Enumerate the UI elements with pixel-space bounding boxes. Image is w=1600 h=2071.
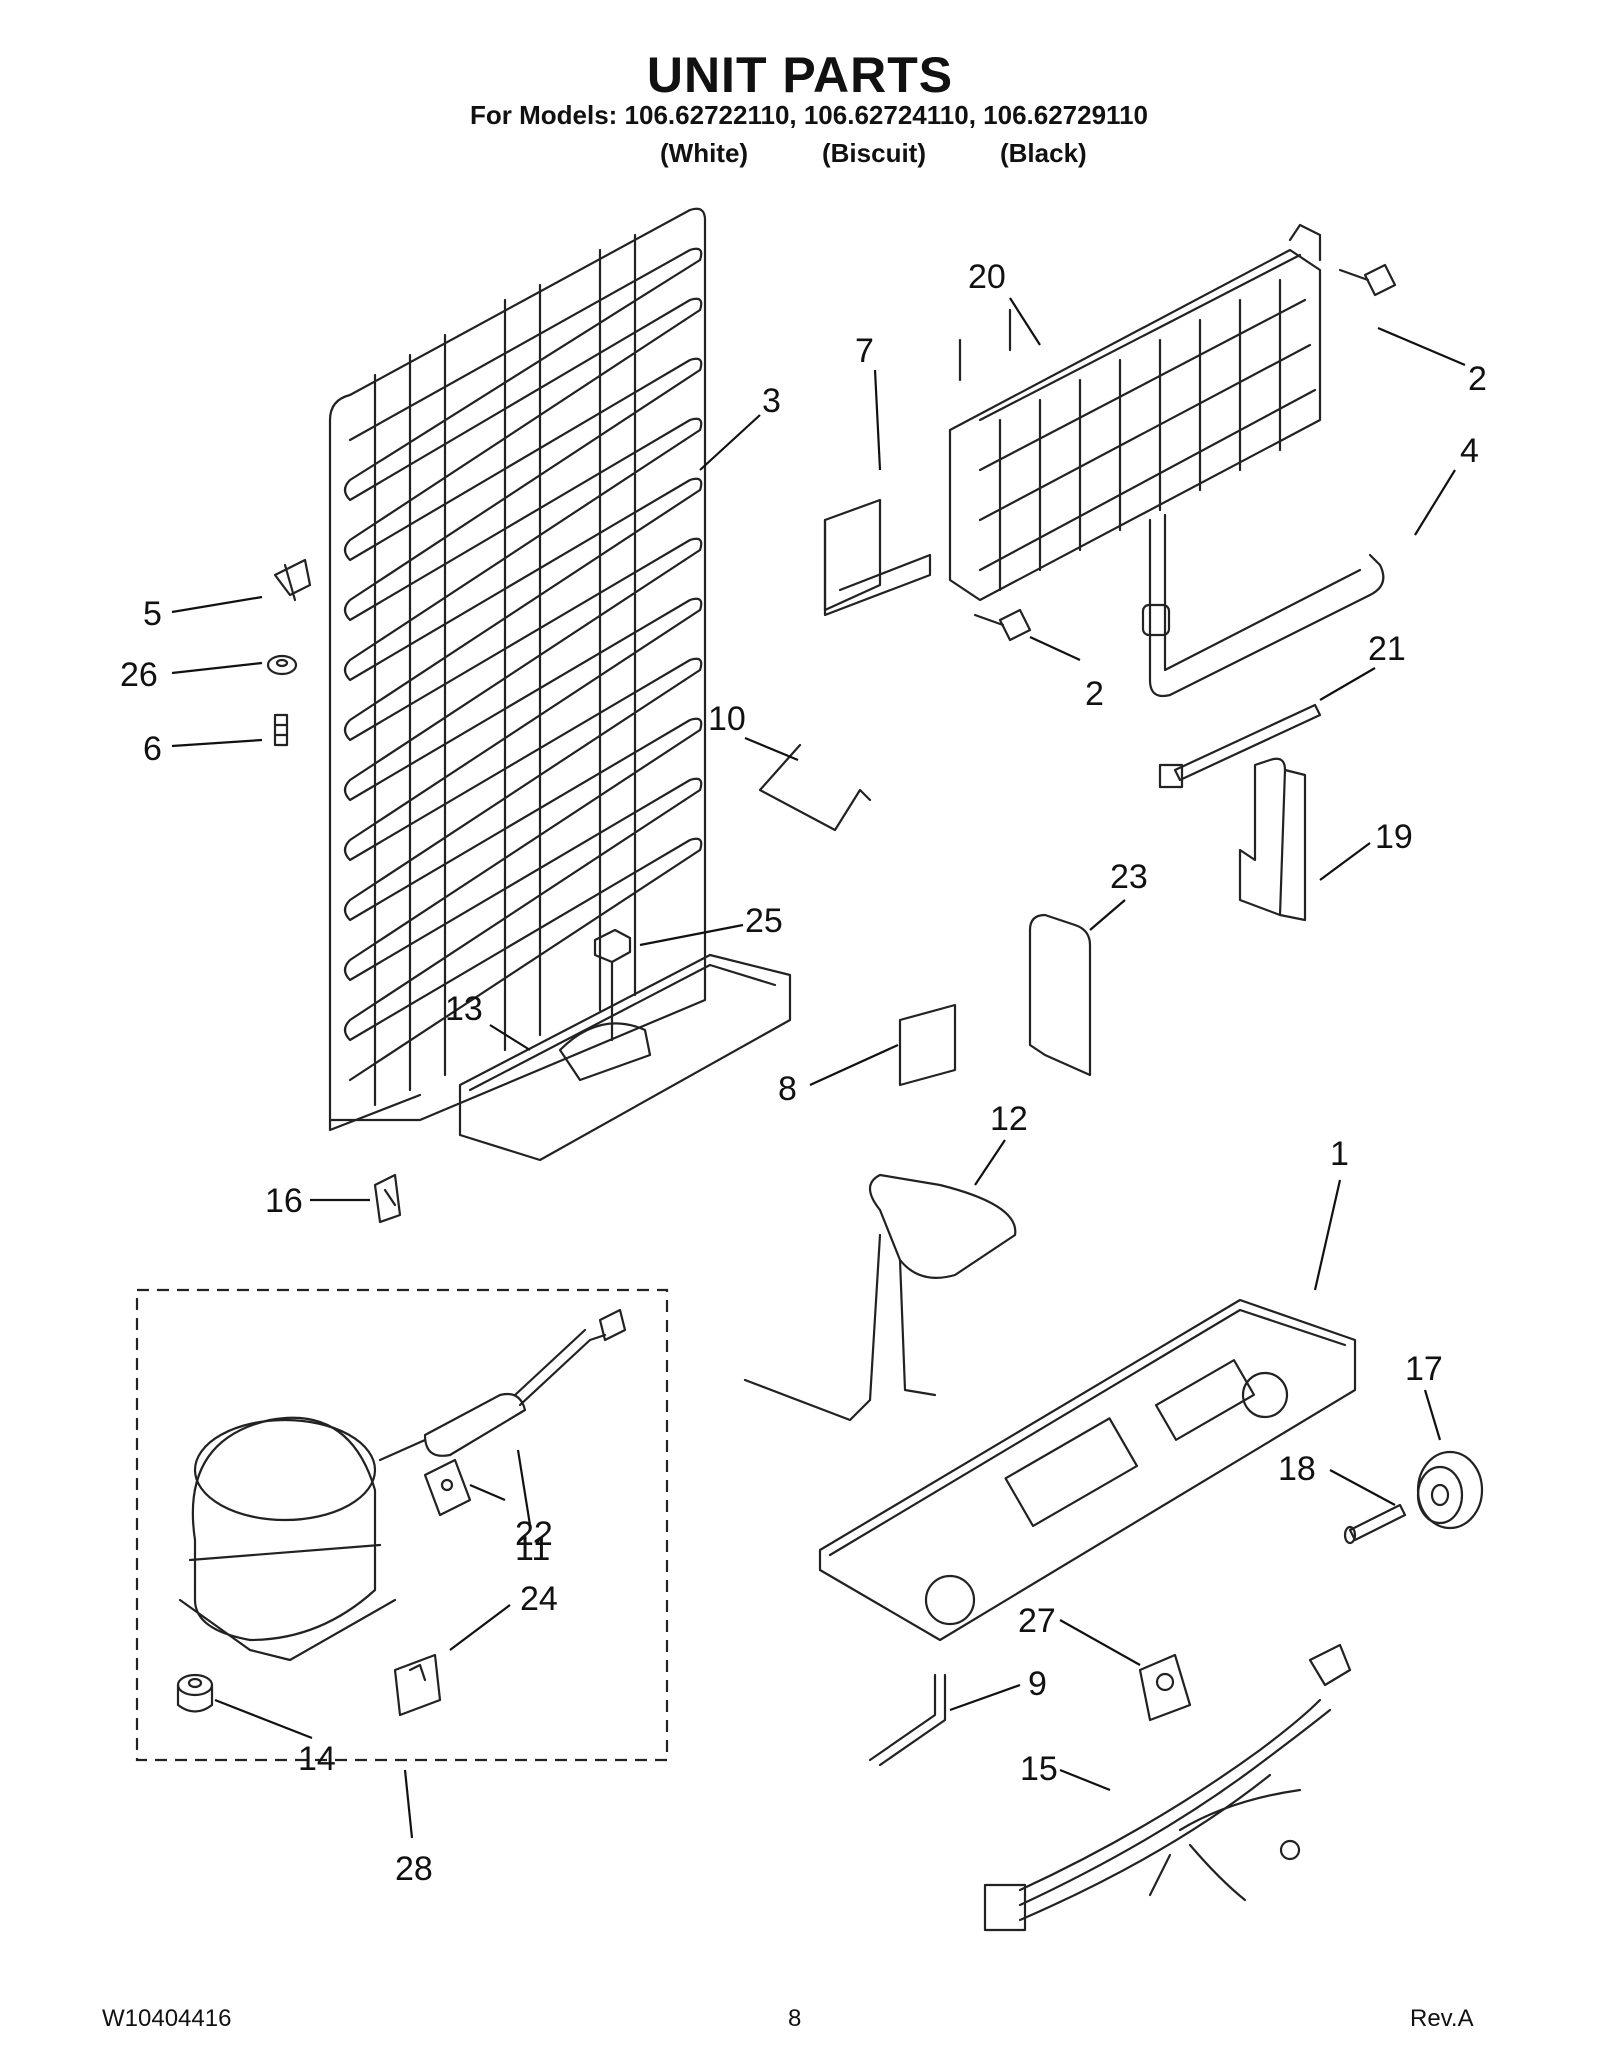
callout-15: 15 [1020, 1750, 1058, 1788]
overload-24 [393, 1653, 442, 1717]
foam-block-19 [1238, 757, 1307, 922]
condenser-coil [328, 207, 707, 1132]
suction-tubing [743, 1173, 1017, 1422]
condenser-wires [373, 233, 637, 1107]
pad-8 [898, 1003, 957, 1087]
variant-biscuit: (Biscuit) [822, 138, 926, 168]
page-number: 8 [788, 2005, 802, 2032]
compressor [178, 1416, 397, 1662]
callout-28: 28 [395, 1850, 433, 1888]
drain-pan [458, 953, 792, 1162]
cable-tie [1158, 703, 1322, 789]
callout-10: 10 [708, 700, 746, 738]
callout-19: 19 [1375, 818, 1413, 856]
models-line: For Models: 106.62722110, 106.62724110, … [470, 100, 1148, 130]
process-tube [868, 1673, 947, 1767]
screw-2-mid [973, 608, 1032, 642]
revision-label: Rev.A [1410, 2005, 1474, 2032]
wire-clip [758, 743, 872, 832]
callout-1: 1 [1330, 1135, 1349, 1173]
callout-23: 23 [1110, 858, 1148, 896]
callout-18: 18 [1278, 1450, 1316, 1488]
callout-24: 24 [520, 1580, 558, 1618]
callout-3: 3 [762, 382, 781, 420]
axle-pin-18 [1343, 1503, 1407, 1545]
callout-5: 5 [143, 595, 162, 633]
callout-17: 17 [1405, 1350, 1443, 1388]
callout-21: 21 [1368, 630, 1406, 668]
callout-11: 11 [515, 1530, 550, 1568]
screw-2-top [1338, 263, 1397, 297]
callout-7: 7 [855, 332, 874, 370]
wheel-17 [1416, 1450, 1484, 1530]
callout-2-mid: 2 [1085, 675, 1104, 713]
callout-25: 25 [745, 902, 783, 940]
callout-16: 16 [265, 1182, 303, 1220]
clip-16 [373, 1173, 402, 1224]
callout-4: 4 [1460, 432, 1479, 470]
defrost-heater [1141, 513, 1385, 698]
document-number: W10404416 [102, 2005, 232, 2032]
bracket-27 [1138, 1653, 1192, 1722]
condenser-serpentine [343, 247, 703, 1082]
callout-27: 27 [1018, 1602, 1056, 1640]
variant-black: (Black) [1000, 138, 1087, 168]
relay-22 [423, 1458, 472, 1517]
callout-9: 9 [1028, 1665, 1047, 1703]
drain-trough [823, 498, 932, 617]
mounting-bracket [273, 558, 312, 602]
wiring-harness [983, 1643, 1352, 1932]
nut-25 [593, 928, 632, 1042]
callout-22: 22 [515, 1515, 553, 1553]
callout-6: 6 [143, 730, 162, 768]
grommet-14 [176, 1673, 214, 1713]
leader-lines [171, 297, 1466, 1839]
washer [266, 654, 298, 676]
callout-20: 20 [968, 258, 1006, 296]
filter-drier [378, 1308, 627, 1462]
callout-8: 8 [778, 1070, 797, 1108]
compressor-kit-boundary [135, 1288, 669, 1762]
foam-block-23 [1028, 913, 1092, 1077]
callout-2-top: 2 [1468, 360, 1487, 398]
base-plate [818, 1298, 1357, 1642]
screw-6 [273, 713, 289, 747]
evaporator [948, 223, 1322, 602]
callout-26: 26 [120, 656, 158, 694]
callout-14: 14 [298, 1740, 336, 1778]
callout-12: 12 [990, 1100, 1028, 1138]
callout-13: 13 [445, 990, 483, 1028]
page-title: UNIT PARTS [646, 47, 954, 103]
variant-white: (White) [660, 138, 749, 168]
